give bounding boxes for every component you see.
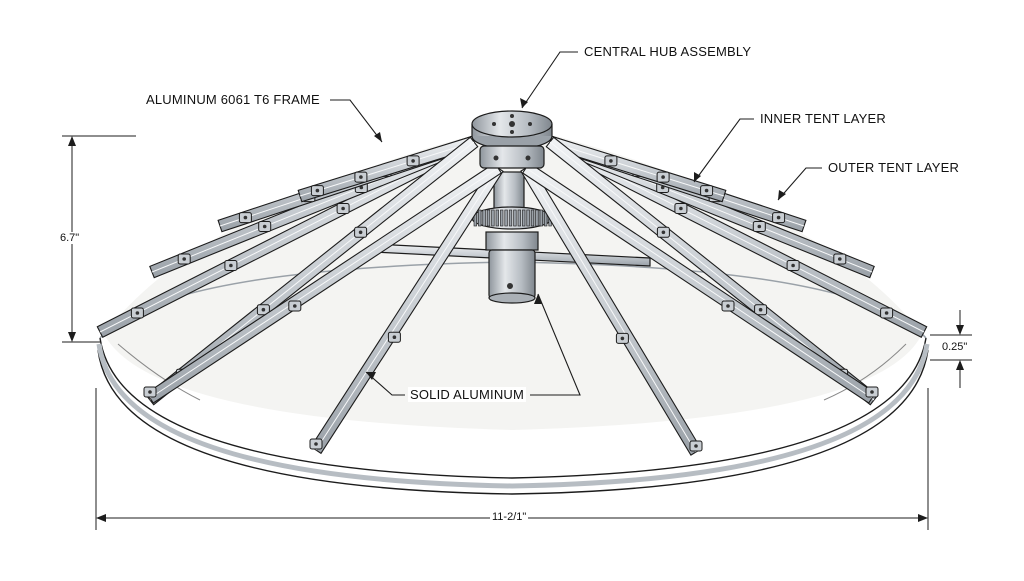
gear-tooth xyxy=(486,209,491,227)
gear-tooth xyxy=(517,209,521,227)
solid-aluminum-leg xyxy=(145,162,503,404)
gear-tooth xyxy=(526,209,530,227)
leader-arrowheads xyxy=(366,98,786,380)
solid-aluminum-legs xyxy=(143,162,879,456)
callout-leaders xyxy=(330,51,822,396)
solid-leader-left xyxy=(365,371,405,396)
gear-tooth xyxy=(539,209,543,227)
solid-aluminum-leg xyxy=(310,163,504,455)
height-dimension: 6.7" xyxy=(58,232,82,244)
inner-tent-label: INNER TENT LAYER xyxy=(758,111,889,126)
gear-tooth xyxy=(478,209,482,227)
gear-tooth xyxy=(535,209,539,227)
gear-tooth xyxy=(491,209,495,227)
central-hub-label: CENTRAL HUB ASSEMBLY xyxy=(582,44,754,59)
gear-tooth xyxy=(495,209,499,227)
solid-leader-right xyxy=(530,293,581,396)
gear-tooth xyxy=(522,209,526,227)
frame-label: ALUMINUM 6061 T6 FRAME xyxy=(144,92,322,107)
width-dimension: 11-2/1" xyxy=(490,511,529,523)
outer-tent-label: OUTER TENT LAYER xyxy=(826,160,962,175)
frame-leader xyxy=(330,99,383,143)
dimension-arrowheads xyxy=(68,136,964,522)
solid-aluminum-label: SOLID ALUMINUM xyxy=(408,387,527,402)
gear-tooth xyxy=(504,209,508,227)
gear-tooth xyxy=(508,209,513,227)
rim-ring xyxy=(96,337,930,495)
outer-leader xyxy=(777,167,822,201)
gear-tooth xyxy=(530,209,535,227)
gear-tooth xyxy=(500,209,504,227)
gear-tooth xyxy=(482,209,486,227)
central-hub-shaft xyxy=(471,171,553,304)
rim-thickness-dimension: 0.25" xyxy=(940,341,970,353)
hub-leader xyxy=(521,51,578,109)
central-hub-plate xyxy=(471,110,553,169)
inner-leader xyxy=(693,118,754,183)
gear-tooth xyxy=(513,209,517,227)
